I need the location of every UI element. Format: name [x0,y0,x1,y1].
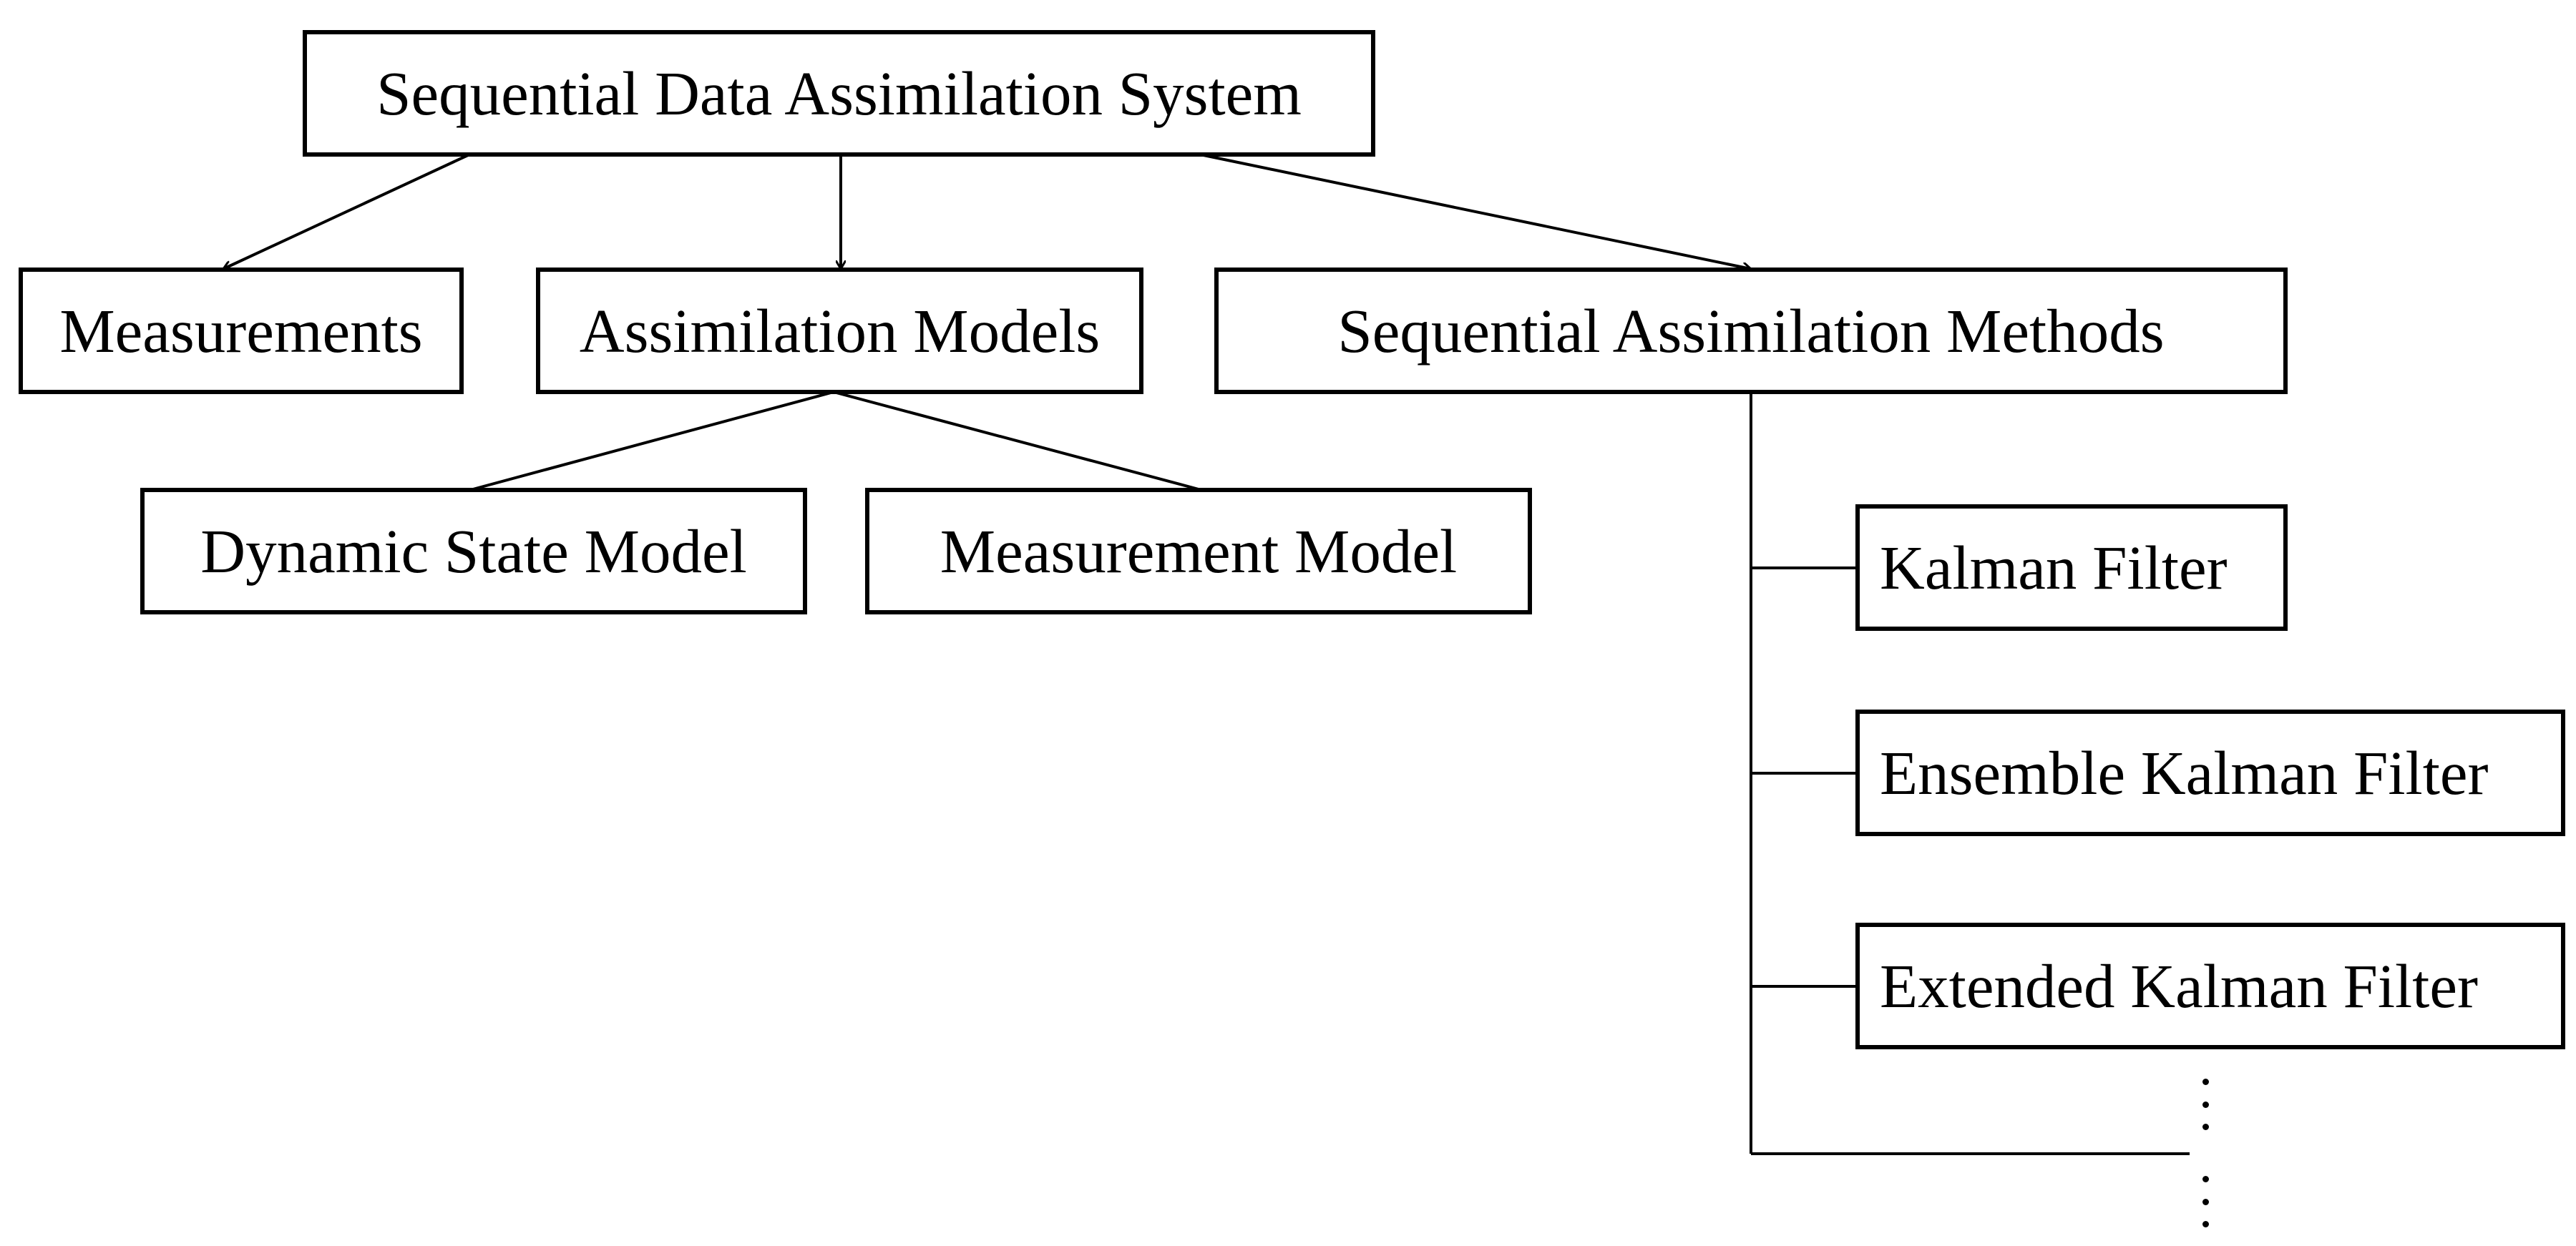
ellipsis-dot [2202,1176,2209,1182]
dynamic-state-model-label: Dynamic State Model [200,516,747,586]
ellipsis-lower-dots [2198,1176,2212,1227]
measurements-label: Measurements [59,296,423,366]
measurement-model-box: Measurement Model [865,488,1532,614]
extended-kalman-filter-label: Extended Kalman Filter [1880,951,2478,1021]
ellipsis-dot [2202,1198,2209,1205]
ensemble-kalman-filter-box: Ensemble Kalman Filter [1855,710,2565,836]
kalman-filter-label: Kalman Filter [1880,533,2228,602]
line-models-to-measurement-model [833,391,1199,491]
assimilation-models-box: Assimilation Models [536,268,1143,394]
sequential-assimilation-methods-box: Sequential Assimilation Methods [1214,268,2288,394]
assimilation-models-label: Assimilation Models [579,296,1101,366]
arrow-root-to-measurements [223,154,469,269]
root-box: Sequential Data Assimilation System [303,30,1375,157]
line-models-to-dynamic-state [472,391,834,491]
kalman-filter-box: Kalman Filter [1855,504,2288,631]
root-label: Sequential Data Assimilation System [376,59,1302,128]
ellipsis-dot [2202,1221,2209,1227]
ellipsis-upper-dots [2198,1079,2212,1130]
measurements-box: Measurements [19,268,464,394]
ensemble-kalman-filter-label: Ensemble Kalman Filter [1880,738,2489,808]
dynamic-state-model-box: Dynamic State Model [140,488,807,614]
ellipsis-dot [2202,1101,2209,1108]
ellipsis-dot [2202,1124,2209,1130]
extended-kalman-filter-box: Extended Kalman Filter [1855,923,2565,1049]
measurement-model-label: Measurement Model [940,516,1458,586]
sequential-assimilation-methods-label: Sequential Assimilation Methods [1337,296,2165,366]
ellipsis-dot [2202,1079,2209,1085]
arrow-root-to-sequential-methods [1203,154,1751,269]
